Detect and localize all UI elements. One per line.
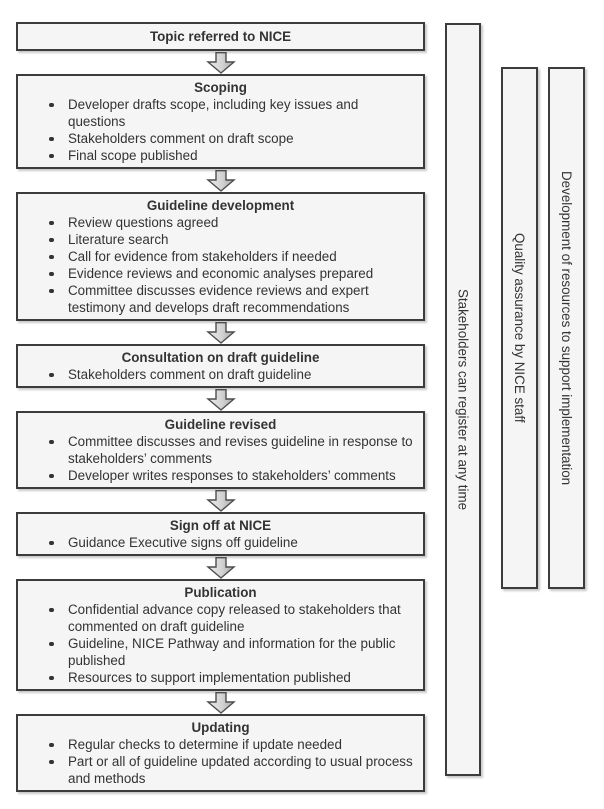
bullet-dot (49, 271, 54, 276)
step-bullets: Confidential advance copy released to st… (18, 601, 423, 686)
bullet-item: Regular checks to determine if update ne… (48, 736, 413, 753)
step-title: Topic referred to NICE (149, 29, 292, 44)
sidebar-label: Stakeholders can register at any time (455, 288, 471, 511)
step-bullets: Review questions agreed Literature searc… (18, 214, 423, 316)
bullet-item: Resources to support implementation publ… (48, 669, 413, 686)
down-arrow-icon (205, 691, 236, 714)
bullet-item: Literature search (48, 231, 413, 248)
step-title: Updating (191, 720, 250, 735)
flow-arrow (16, 321, 425, 344)
bullet-dot (49, 439, 54, 444)
bullet-item: Developer drafts scope, including key is… (48, 96, 413, 130)
step-box-updating: Updating Regular checks to determine if … (16, 714, 425, 792)
step-title: Scoping (194, 80, 247, 95)
bullet-dot (49, 372, 54, 377)
flow-arrow (16, 169, 425, 192)
sidebar-label: Quality assurance by NICE staff (512, 233, 528, 423)
step-bullets: Committee discusses and revises guidelin… (18, 433, 423, 484)
step-title: Guideline development (146, 198, 295, 213)
bullet-item: Developer writes responses to stakeholde… (48, 467, 413, 484)
bullet-dot (49, 220, 54, 225)
step-bullets: Developer drafts scope, including key is… (18, 96, 423, 164)
bullet-item: Evidence reviews and economic analyses p… (48, 265, 413, 282)
bullet-item: Committee discusses and revises guidelin… (48, 433, 413, 467)
sidebar-bar-resources: Development of resources to support impl… (548, 67, 585, 589)
bullet-dot (49, 759, 54, 764)
bullet-item: Committee discusses evidence reviews and… (48, 282, 413, 316)
down-arrow-icon (205, 489, 236, 512)
step-box-guideline-revised: Guideline revised Committee discusses an… (16, 411, 425, 489)
bullet-item: Confidential advance copy released to st… (48, 601, 413, 635)
down-arrow-icon (205, 556, 236, 579)
bullet-item: Guidance Executive signs off guideline (48, 534, 413, 551)
step-bullets: Guidance Executive signs off guideline (18, 534, 423, 551)
flow-arrow (16, 556, 425, 579)
step-title: Publication (184, 585, 257, 600)
bullet-dot (49, 237, 54, 242)
bullet-dot (49, 675, 54, 680)
bullet-dot (49, 473, 54, 478)
bullet-dot (49, 641, 54, 646)
step-box-topic-referred: Topic referred to NICE (16, 22, 425, 51)
flow-arrow (16, 388, 425, 411)
flow-arrow (16, 691, 425, 714)
flow-arrow (16, 489, 425, 512)
bullet-item: Stakeholders comment on draft scope (48, 130, 413, 147)
bullet-dot (49, 153, 54, 158)
sidebar-label: Development of resources to support impl… (559, 170, 575, 486)
bullet-dot (49, 254, 54, 259)
step-title: Guideline revised (164, 417, 277, 432)
step-box-guideline-development: Guideline development Review questions a… (16, 192, 425, 321)
bullet-dot (49, 136, 54, 141)
bullet-item: Call for evidence from stakeholders if n… (48, 248, 413, 265)
down-arrow-icon (205, 388, 236, 411)
bullet-dot (49, 607, 54, 612)
sidebar-bar-quality-assurance: Quality assurance by NICE staff (501, 67, 538, 589)
step-bullets: Regular checks to determine if update ne… (18, 736, 423, 787)
bullet-item: Stakeholders comment on draft guideline (48, 366, 413, 383)
step-title: Consultation on draft guideline (121, 350, 320, 365)
bullet-item: Final scope published (48, 147, 413, 164)
bullet-dot (49, 288, 54, 293)
step-title: Sign off at NICE (169, 518, 272, 533)
bullet-dot (49, 102, 54, 107)
down-arrow-icon (205, 169, 236, 192)
flow-arrow (16, 51, 425, 74)
bullet-dot (49, 540, 54, 545)
bullet-dot (49, 742, 54, 747)
down-arrow-icon (205, 321, 236, 344)
step-box-publication: Publication Confidential advance copy re… (16, 579, 425, 691)
step-box-sign-off-nice: Sign off at NICE Guidance Executive sign… (16, 512, 425, 556)
step-box-scoping: Scoping Developer drafts scope, includin… (16, 74, 425, 169)
step-box-consultation-draft-guideline: Consultation on draft guideline Stakehol… (16, 344, 425, 388)
bullet-item: Guideline, NICE Pathway and information … (48, 635, 413, 669)
flow-column: Topic referred to NICE Scoping Developer… (16, 22, 425, 792)
bullet-item: Review questions agreed (48, 214, 413, 231)
sidebar-bar-stakeholders: Stakeholders can register at any time (445, 23, 481, 776)
bullet-item: Part or all of guideline updated accordi… (48, 753, 413, 787)
step-bullets: Stakeholders comment on draft guideline (18, 366, 423, 383)
down-arrow-icon (205, 51, 236, 74)
